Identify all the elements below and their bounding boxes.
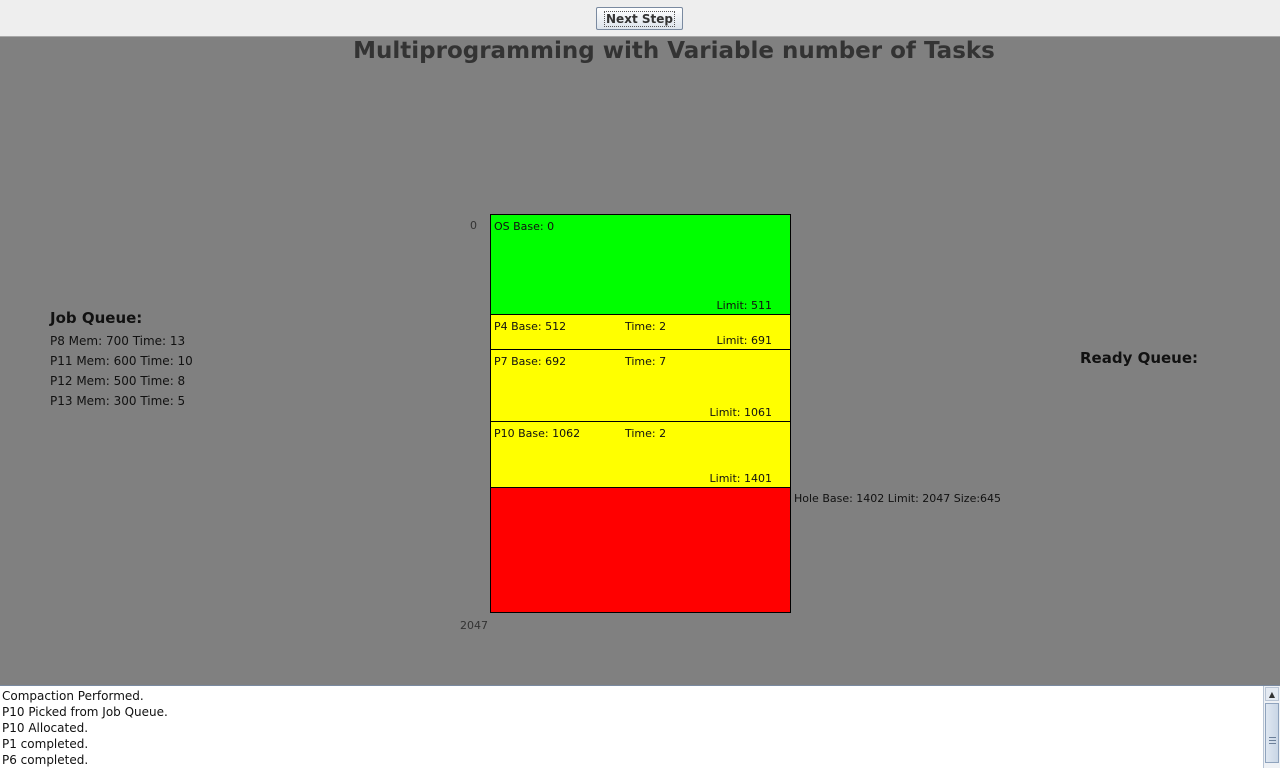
os-limit-label: Limit: 511 bbox=[716, 299, 772, 312]
log-line: P1 completed. bbox=[2, 737, 89, 751]
log-line: P10 Picked from Job Queue. bbox=[2, 705, 168, 719]
job-queue-item: P13 Mem: 300 Time: 5 bbox=[50, 394, 186, 408]
process-block-p7: P7 Base: 692 Time: 7 Limit: 1061 bbox=[491, 350, 790, 422]
ready-queue-heading: Ready Queue: bbox=[1080, 349, 1199, 367]
process-time-label: Time: 2 bbox=[625, 320, 667, 333]
job-queue-item: P11 Mem: 600 Time: 10 bbox=[50, 354, 193, 368]
scroll-up-arrow-icon[interactable]: ▲ bbox=[1265, 687, 1279, 701]
log-scrollbar[interactable]: ▲ bbox=[1263, 686, 1280, 768]
log-panel[interactable]: Compaction Performed. P10 Picked from Jo… bbox=[0, 685, 1280, 768]
os-base-label: OS Base: 0 bbox=[494, 220, 555, 233]
log-lines: Compaction Performed. P10 Picked from Jo… bbox=[2, 688, 168, 768]
memory-map: OS Base: 0 Limit: 511 P4 Base: 512 Time:… bbox=[490, 214, 791, 613]
process-base-label: P7 Base: 692 bbox=[494, 355, 567, 368]
hole-block bbox=[491, 488, 790, 612]
memory-end-label: 2047 bbox=[460, 619, 488, 632]
memory-start-label: 0 bbox=[470, 219, 477, 232]
process-time-label: Time: 2 bbox=[625, 427, 667, 440]
job-queue-heading: Job Queue: bbox=[50, 309, 143, 327]
page-title: Multiprogramming with Variable number of… bbox=[353, 38, 995, 64]
os-block: OS Base: 0 Limit: 511 bbox=[491, 215, 790, 315]
grip-icon bbox=[1269, 737, 1276, 744]
next-step-label: Next Step bbox=[604, 10, 675, 27]
hole-label: Hole Base: 1402 Limit: 2047 Size:645 bbox=[794, 492, 1002, 505]
scroll-thumb[interactable] bbox=[1265, 703, 1279, 763]
process-base-label: P4 Base: 512 bbox=[494, 320, 567, 333]
job-queue-item: P12 Mem: 500 Time: 8 bbox=[50, 374, 186, 388]
log-line: Compaction Performed. bbox=[2, 689, 144, 703]
process-limit-label: Limit: 691 bbox=[716, 334, 772, 347]
process-block-p10: P10 Base: 1062 Time: 2 Limit: 1401 bbox=[491, 422, 790, 488]
process-base-label: P10 Base: 1062 bbox=[494, 427, 581, 440]
job-queue-item: P8 Mem: 700 Time: 13 bbox=[50, 334, 186, 348]
log-line: P6 completed. bbox=[2, 753, 89, 767]
process-limit-label: Limit: 1401 bbox=[709, 472, 772, 485]
log-line: P10 Allocated. bbox=[2, 721, 89, 735]
process-block-p4: P4 Base: 512 Time: 2 Limit: 691 bbox=[491, 315, 790, 350]
next-step-button[interactable]: Next Step bbox=[596, 7, 683, 30]
process-time-label: Time: 7 bbox=[625, 355, 667, 368]
job-queue: Job Queue: P8 Mem: 700 Time: 13 P11 Mem:… bbox=[50, 309, 193, 411]
process-limit-label: Limit: 1061 bbox=[709, 406, 772, 419]
toolbar: Next Step bbox=[0, 0, 1280, 37]
